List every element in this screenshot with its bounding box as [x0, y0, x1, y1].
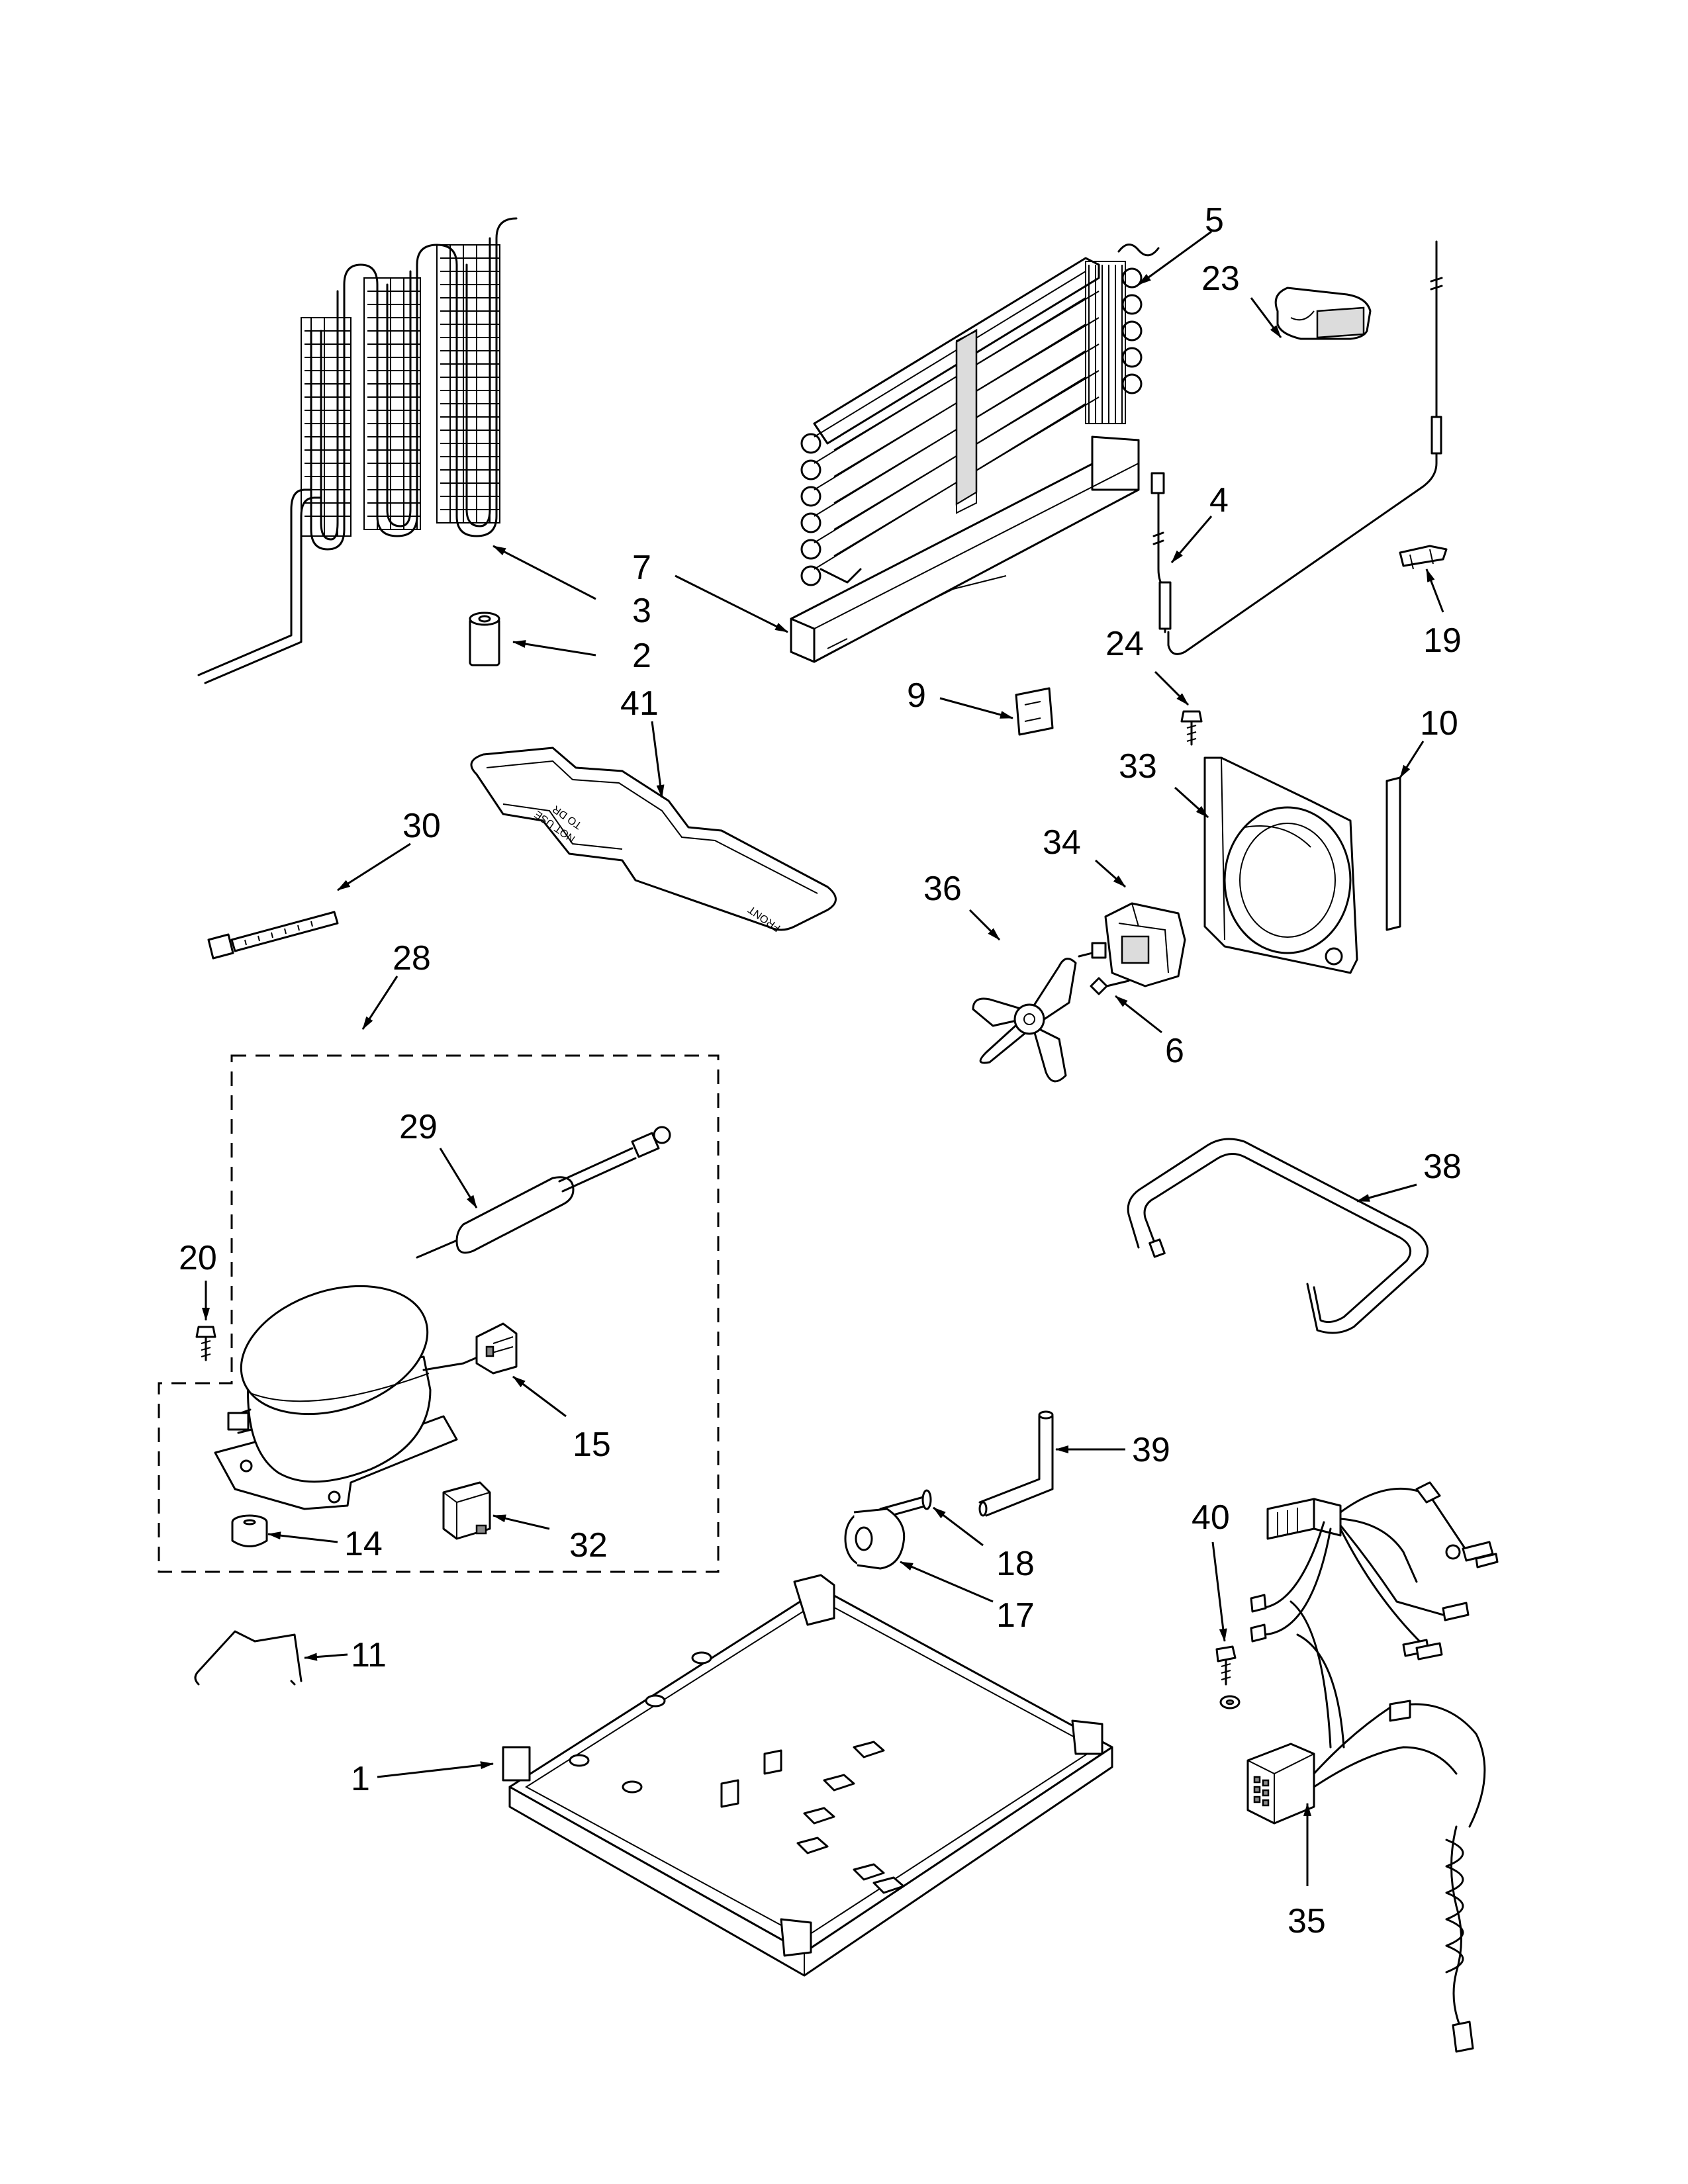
part-relay [475, 1322, 518, 1375]
part-grommet [231, 1514, 268, 1547]
part-tube-39 [978, 1410, 1054, 1517]
part-defrost-tray [790, 435, 1140, 663]
part-screw-6 [1090, 977, 1130, 995]
callout-14: 14 [344, 1525, 383, 1563]
callout-9: 9 [907, 676, 926, 715]
part-screw-24 [1180, 710, 1203, 746]
callout-39: 39 [1132, 1431, 1170, 1469]
part-fan-motor [1078, 902, 1186, 987]
part-condenser [197, 217, 518, 684]
part-plug [469, 612, 500, 666]
part-screw-20 [195, 1326, 216, 1361]
leader-lines [202, 230, 1444, 1886]
callout-5: 5 [1205, 201, 1224, 240]
part-clip [1399, 545, 1448, 570]
part-bracket [1015, 687, 1054, 736]
callout-4: 4 [1209, 481, 1229, 520]
part-roller [844, 1508, 906, 1570]
callout-3: 3 [632, 592, 651, 630]
callout-38: 38 [1423, 1148, 1462, 1186]
callout-23: 23 [1201, 259, 1240, 298]
callout-32: 32 [569, 1526, 608, 1565]
part-control-cover [1274, 287, 1372, 340]
callout-6: 6 [1165, 1032, 1184, 1070]
callout-20: 20 [179, 1239, 217, 1277]
part-base-frame [502, 1574, 1113, 1977]
callout-11: 11 [351, 1636, 387, 1674]
part-wire-harness [1246, 1481, 1499, 2053]
callout-36: 36 [923, 870, 962, 908]
callout-7: 7 [632, 549, 651, 587]
callout-33: 33 [1119, 747, 1157, 786]
part-screw-40 [1215, 1645, 1241, 1709]
callout-19: 19 [1423, 621, 1462, 660]
callout-1: 1 [351, 1760, 370, 1798]
callout-28: 28 [393, 939, 431, 978]
callout-29: 29 [399, 1108, 438, 1146]
part-cable-tie [207, 911, 339, 960]
part-fan-shroud [1203, 756, 1358, 974]
callout-41: 41 [620, 684, 659, 723]
callout-24: 24 [1105, 625, 1144, 663]
part-wire-clip [194, 1630, 303, 1686]
callout-40: 40 [1192, 1498, 1230, 1537]
callout-17: 17 [996, 1596, 1035, 1635]
part-overload [442, 1481, 491, 1540]
part-fan-blade [972, 958, 1077, 1083]
part-drain-pan: FRONT NOT USE TO DR [470, 747, 837, 934]
part-strip [1385, 776, 1401, 931]
callout-labels: 5 23 4 7 3 2 19 24 41 9 10 33 30 34 36 2… [179, 201, 1462, 1940]
part-defrost-harness [1150, 472, 1172, 633]
part-drier [416, 1126, 671, 1259]
callout-18: 18 [996, 1545, 1035, 1583]
compressor-kit-boundary [158, 1054, 720, 1573]
callout-10: 10 [1420, 704, 1458, 743]
callout-35: 35 [1288, 1902, 1326, 1940]
part-compressor [214, 1285, 488, 1510]
part-tube-38 [1127, 1138, 1429, 1334]
part-heater-wire [1167, 240, 1443, 655]
callout-34: 34 [1043, 823, 1081, 862]
callout-2: 2 [632, 637, 651, 675]
part-evaporator [800, 244, 1160, 586]
callout-30: 30 [402, 807, 441, 845]
callout-15: 15 [573, 1426, 611, 1464]
